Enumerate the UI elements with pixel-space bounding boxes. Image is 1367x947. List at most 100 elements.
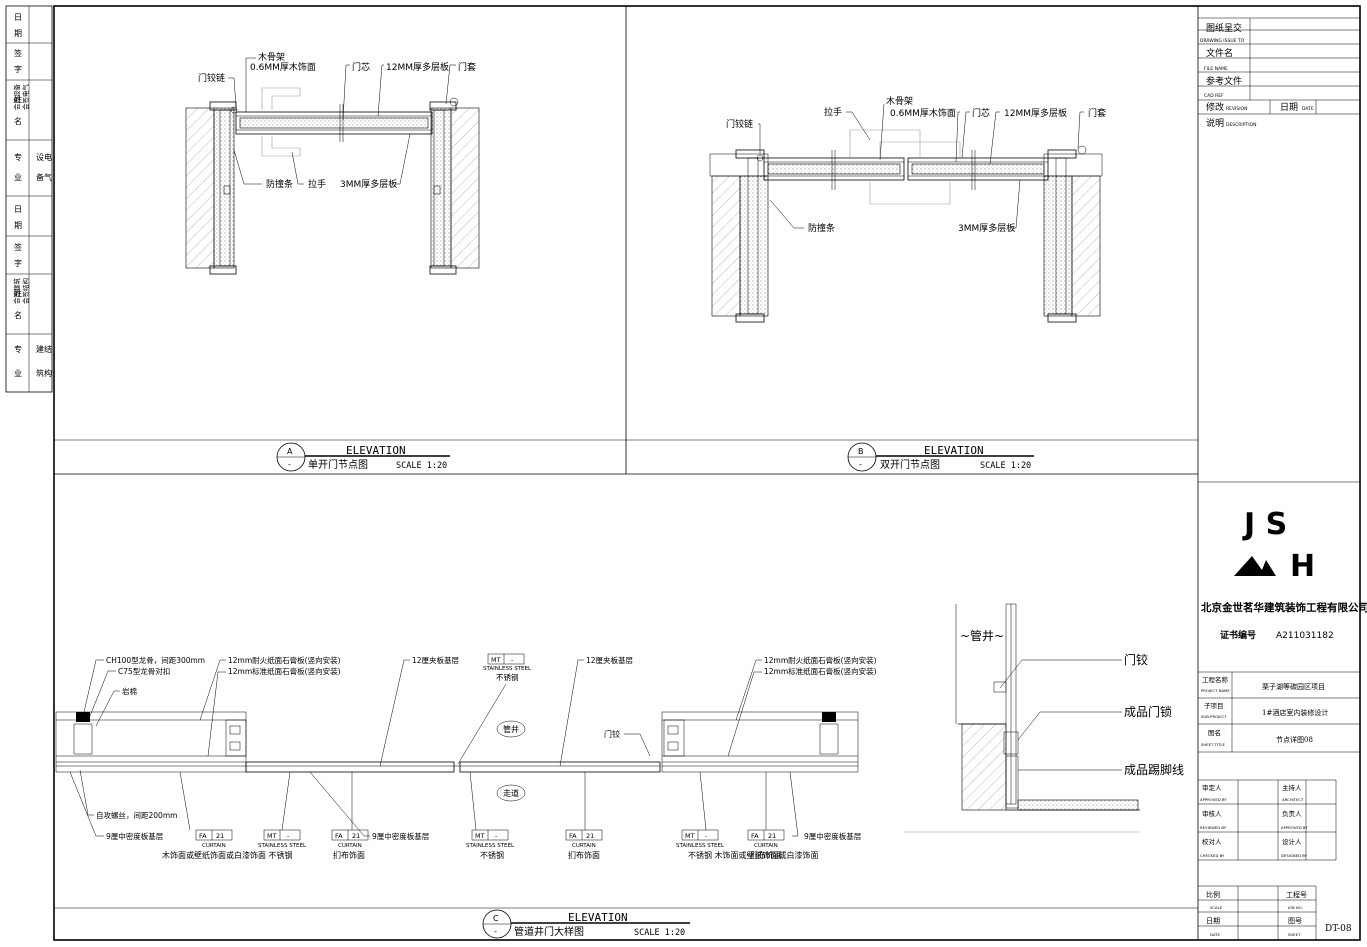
drawing-b-double-door: 拉手 木骨架 0.6MM厚木饰面 门芯 12MM厚多层板 门套 门铰链 防撞条 … — [709, 95, 1106, 323]
caption-4: 扪布饰面 — [568, 850, 600, 860]
label-screw: 自攻螺丝，间距200mm — [96, 810, 177, 820]
tag-desc: STAINLESS STEEL — [466, 843, 515, 849]
title-c-heading: ELEVATION — [568, 911, 628, 924]
tb-job-en: JOB NO. — [1287, 905, 1303, 910]
tb-project-value: 栗子湖等碳园区项目 — [1262, 682, 1325, 691]
tag-fa-4: FA 21 CURTAIN — [747, 829, 785, 849]
title-c-name: 管道井门大样图 — [514, 925, 584, 938]
strip-text: 字 — [14, 258, 22, 268]
label-stainless-cn: 不锈钢 — [496, 672, 519, 682]
tag-code: FA — [199, 832, 207, 840]
label-plywood-r: 12厘夹板基层 — [586, 655, 634, 665]
label-shaft: 管井 — [503, 724, 519, 734]
label-plywood-l: 12厘夹板基层 — [412, 655, 460, 665]
sheet-number: DT-08 — [1325, 924, 1352, 934]
label-veneer: 0.6MM厚木饰面 — [890, 107, 956, 119]
title-a-heading: ELEVATION — [346, 444, 406, 457]
tag-num: 21 — [586, 832, 594, 840]
tb-row-en: REVISION — [1226, 106, 1247, 112]
tb-sheet-en: SHEET — [1288, 932, 1301, 937]
drawing-a-single-door: 门铰链 木骨架 0.6MM厚木饰面 门芯 12MM厚多层板 门套 防撞条 拉手 … — [185, 51, 480, 275]
cert-number: A211031182 — [1276, 631, 1334, 641]
detail-d-section: ~管井~ 门铰 成品门锁 成品踢脚线 — [904, 603, 1184, 833]
tb-signer-en: REVIEWED BY — [1200, 825, 1227, 830]
strip-text: 签 — [14, 242, 22, 252]
tb-row-en: CAD REF — [1204, 93, 1224, 99]
title-b-scale: SCALE 1:20 — [980, 461, 1031, 471]
title-c-sub: - — [494, 927, 497, 936]
label-ply3: 3MM厚多层板 — [340, 178, 397, 190]
title-c-letter: C — [493, 914, 499, 923]
tb-desc-cn: 说明 — [1206, 117, 1224, 129]
strip-text: 专 — [14, 152, 22, 162]
strip-text: 备 — [36, 172, 44, 182]
strip-text: 期 — [14, 29, 22, 38]
tb-project-en: SHEET TITLE — [1201, 742, 1225, 747]
strip-text: 业 — [14, 368, 22, 378]
tb-project-value: 1#酒店室内装修设计 — [1262, 708, 1328, 717]
strip-text: 会签结构 — [21, 278, 30, 305]
tb-signer-en2: ARCHITECT — [1282, 797, 1304, 802]
tb-signer-cn2: 设计人 — [1282, 837, 1302, 846]
strip-text: 会签建筑 — [12, 278, 21, 305]
tag-code: MT — [475, 832, 485, 840]
tb-project-en: PROJECT NAME — [1201, 688, 1230, 693]
label-casing: 门套 — [458, 61, 476, 73]
label-ply3: 3MM厚多层板 — [958, 222, 1015, 234]
title-b-name: 双开门节点图 — [880, 458, 940, 471]
title-a-sub: - — [288, 460, 291, 469]
title-a-name: 单开门节点图 — [308, 458, 368, 471]
label-std-gypsum-r: 12mm标准纸面石膏板(竖向安装) — [764, 666, 877, 676]
tb-signer-cn2: 主持人 — [1282, 783, 1302, 792]
strip-text: 建 — [36, 344, 44, 354]
tb-project-cn: 图名 — [1208, 728, 1221, 737]
tb-job-cn: 工程号 — [1286, 890, 1307, 899]
label-bumper: 防撞条 — [808, 222, 835, 234]
caption-5: 不锈钢 木饰面或壁纸饰面或白漆饰面 — [688, 850, 819, 860]
label-mdf-r: 9厘中密度板基层 — [804, 831, 862, 841]
tag-code: MT — [267, 832, 277, 840]
tb-scale-en: SCALE — [1210, 905, 1223, 910]
tb-signer-cn: 校对人 — [1202, 837, 1222, 846]
tag-mt-1: MT - STAINLESS STEEL — [258, 829, 307, 849]
label-hinge: 门铰链 — [198, 72, 225, 84]
logo-text-top: J S — [1242, 507, 1287, 542]
caption-2: 扪布饰面 — [333, 850, 365, 860]
tb-project-cn: 子项目 — [1204, 702, 1224, 710]
title-b-sub: - — [859, 460, 862, 469]
strip-text: 日 — [14, 205, 22, 214]
tb-project-cn: 工程名称 — [1202, 675, 1229, 684]
detail-lock: 成品门锁 — [1124, 704, 1172, 719]
tag-num: - — [705, 832, 708, 840]
strip-text: 字 — [14, 64, 22, 74]
tb-signer-en2: DESIGNED BY — [1281, 853, 1308, 858]
tag-num: 21 — [768, 832, 776, 840]
label-rockwool: 岩棉 — [122, 686, 137, 696]
tag-desc: STAINLESS STEEL — [676, 843, 725, 849]
tag-fa-2: FA 21 CURTAIN — [331, 829, 369, 849]
mt-tag: MT — [491, 656, 501, 664]
tag-mt-2: MT - STAINLESS STEEL — [466, 829, 515, 849]
label-fire-gypsum-r: 12mm耐火纸面石膏板(竖向安装) — [764, 655, 877, 665]
title-c: C - ELEVATION 管道井门大样图 SCALE 1:20 — [482, 909, 690, 939]
label-std-gypsum-l: 12mm标准纸面石膏板(竖向安装) — [228, 666, 341, 676]
label-keel: CH100型龙骨，间距300mm — [106, 655, 205, 665]
tag-num: - — [287, 832, 290, 840]
title-b-heading: ELEVATION — [924, 444, 984, 457]
tb-date-en: DATE — [1302, 106, 1314, 112]
tag-desc: CURTAIN — [572, 843, 596, 849]
tag-num: - — [495, 832, 498, 840]
tb-signer-en2: APPROVED BY — [1281, 825, 1308, 830]
label-stainless: STAINLESS STEEL — [483, 666, 532, 672]
tb-row-en: DRAWING ISSUE TO — [1200, 38, 1245, 44]
strip-text: 设 — [36, 152, 44, 162]
caption-1: 木饰面或壁纸饰面或白漆饰面 不锈钢 — [162, 850, 293, 860]
label-hinge: 门铰 — [604, 729, 620, 739]
label-hinge: 门铰链 — [726, 118, 753, 130]
sheet-border — [53, 5, 1361, 941]
tb-signer-en: APPROVED BY — [1200, 797, 1227, 802]
strip-text: 名 — [14, 116, 22, 126]
strip-text: 电 — [44, 152, 52, 162]
company-name: 北京金世茗华建筑装饰工程有限公司 — [1201, 601, 1367, 614]
